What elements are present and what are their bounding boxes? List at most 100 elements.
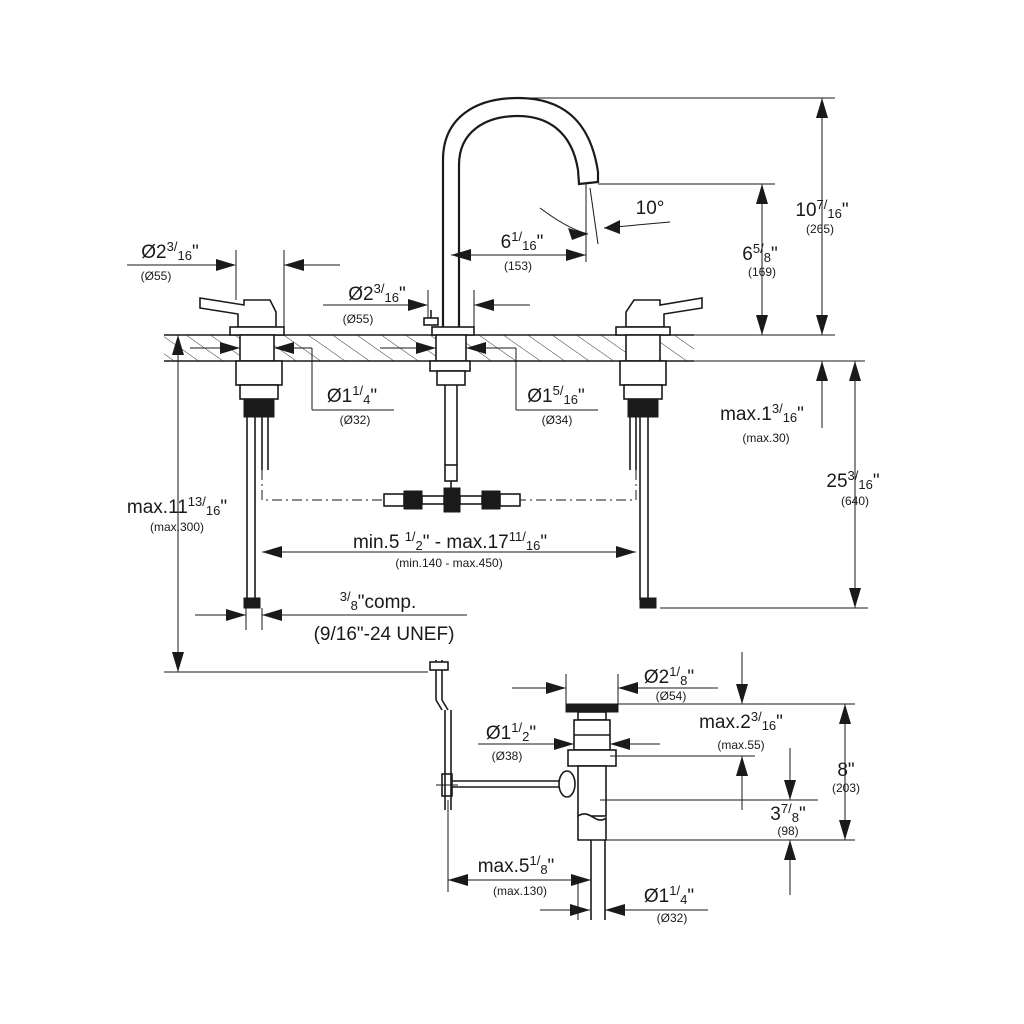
dim-label-part: /: [359, 383, 363, 398]
dim-label-spout-height: 65/8": [742, 241, 777, 265]
left-valve: [199, 297, 285, 609]
dim-label-part: /: [560, 383, 564, 398]
dim-label-part: /: [788, 801, 792, 816]
dim-label-part: 3: [167, 239, 174, 254]
dim-label-part: /: [824, 197, 828, 212]
dim-label-part: Ø1: [527, 386, 552, 407]
dim-label-part: 1: [511, 229, 518, 244]
dim-label-part: 6: [501, 232, 512, 253]
dim-label-part: /: [381, 281, 385, 296]
dim-sublabel-hose-length: (640): [841, 494, 869, 508]
dim-label-center-spread: min.5 1/2" - max.1711/16": [353, 529, 547, 553]
dim-label-part: Ø1: [486, 723, 511, 744]
dim-label-part: /: [412, 529, 416, 544]
dim-label-part: ": [776, 712, 783, 733]
dim-label-drain-outlet: Ø11/4": [644, 883, 694, 907]
dim-sublabel-drain-body: (Ø38): [492, 749, 523, 763]
dim-label-max-depth: max.1113/16": [127, 494, 227, 518]
dim-label-part: 16: [178, 248, 192, 263]
dim-label-part: Ø1: [327, 386, 352, 407]
dim-label-hole-left: Ø11/4": [327, 383, 377, 407]
dim-label-part: 5: [553, 383, 560, 398]
dim-label-part: /: [347, 589, 351, 604]
dim-label-part: ": [799, 804, 806, 825]
dim-sublabel-max-depth: (max.300): [150, 520, 204, 534]
dim-label-part: 16: [783, 410, 797, 425]
dim-label-part: 1: [669, 664, 676, 679]
dim-label-part: ": [842, 200, 849, 221]
dim-label-part: ": [540, 532, 547, 553]
dim-label-part: 3: [340, 589, 347, 604]
dim-label-part: 1: [405, 529, 412, 544]
dim-sublabel-connection: (9/16"-24 UNEF): [314, 624, 455, 645]
dim-sublabel-drain-max: (max.55): [717, 738, 764, 752]
dim-label-part: 2: [416, 538, 423, 553]
dim-label-drain-max: max.23/16": [699, 709, 783, 733]
dim-sublabel-drain-outlet: (Ø32): [657, 911, 688, 925]
dim-label-part: ": [848, 760, 855, 781]
dim-sublabel-hole-right: (Ø34): [542, 413, 573, 427]
dim-label-spout-reach: 61/16": [501, 229, 544, 253]
dim-label-part: 6: [742, 244, 753, 265]
dim-label-part: /: [174, 239, 178, 254]
dim-label-part: Ø2: [348, 284, 373, 305]
dim-label-part: 1: [352, 383, 359, 398]
dim-label-part: 7: [817, 197, 824, 212]
dim-label-part: /: [758, 709, 762, 724]
dim-label-part: 16: [827, 206, 841, 221]
dim-sublabel-drain-flange: (Ø54): [656, 689, 687, 703]
dim-label-handle-width: Ø23/16": [141, 239, 198, 263]
dim-label-part: /: [676, 664, 680, 679]
dim-label-rod-reach: max.51/8": [478, 853, 555, 877]
spout: [423, 96, 600, 482]
dim-label-part: 8: [837, 760, 848, 781]
arrowheads: [172, 98, 861, 916]
dim-sublabel-drain-length: (203): [832, 781, 860, 795]
dim-label-part: ": [578, 386, 585, 407]
dim-label-part: ": [548, 856, 555, 877]
dim-label-part: 16: [526, 538, 540, 553]
dim-label-part: 3: [770, 804, 781, 825]
dim-sublabel-rod-reach: (max.130): [493, 884, 547, 898]
dim-label-part: /: [855, 468, 859, 483]
dim-label-part: 16: [206, 503, 220, 518]
dim-label-part: 3: [772, 401, 779, 416]
dim-label-part: ": [687, 886, 694, 907]
dim-label-part: 11: [509, 529, 523, 544]
dim-sublabel-spout-width: (Ø55): [343, 312, 374, 326]
dim-label-hose-length: 253/16": [826, 468, 879, 492]
dim-label-part: 25: [826, 471, 847, 492]
dim-label-drain-length: 8": [837, 760, 854, 781]
dim-label-total-height: 107/16": [795, 197, 848, 221]
dim-label-part: 8: [351, 598, 358, 613]
dim-label-spout-angle: 10°: [636, 198, 665, 219]
dim-label-part: 16: [858, 477, 872, 492]
dim-label-hole-right: Ø15/16": [527, 383, 584, 407]
dim-label-part: 8: [764, 250, 771, 265]
dim-label-part: ": [529, 723, 536, 744]
dim-label-connection: 3/8"comp.: [340, 589, 417, 613]
dim-label-part: Ø2: [644, 667, 669, 688]
dim-label-spout-width: Ø23/16": [348, 281, 405, 305]
dim-label-part: /: [760, 241, 764, 256]
dim-label-part: /: [779, 401, 783, 416]
dim-label-part: 13: [188, 494, 202, 509]
dim-label-part: 7: [781, 801, 788, 816]
dim-label-part: /: [676, 883, 680, 898]
dim-label-part: Ø1: [644, 886, 669, 907]
dim-sublabel-center-spread: (min.140 - max.450): [395, 556, 502, 570]
dim-sublabel-total-height: (265): [806, 222, 834, 236]
dim-label-part: 1: [511, 720, 518, 735]
dim-label-part: /: [522, 529, 526, 544]
dim-label-part: 10°: [636, 198, 665, 219]
dim-label-part: 10: [795, 200, 816, 221]
dim-label-part: ": [220, 497, 227, 518]
dim-label-part: 3: [374, 281, 381, 296]
dim-label-part: Ø2: [141, 242, 166, 263]
dim-label-part: ": [537, 232, 544, 253]
dim-label-part: 4: [680, 892, 687, 907]
dim-label-part: 5: [753, 241, 760, 256]
dim-label-part: max.1: [720, 404, 772, 425]
dim-label-part: max.5: [478, 856, 530, 877]
dim-label-part: 16: [762, 718, 776, 733]
